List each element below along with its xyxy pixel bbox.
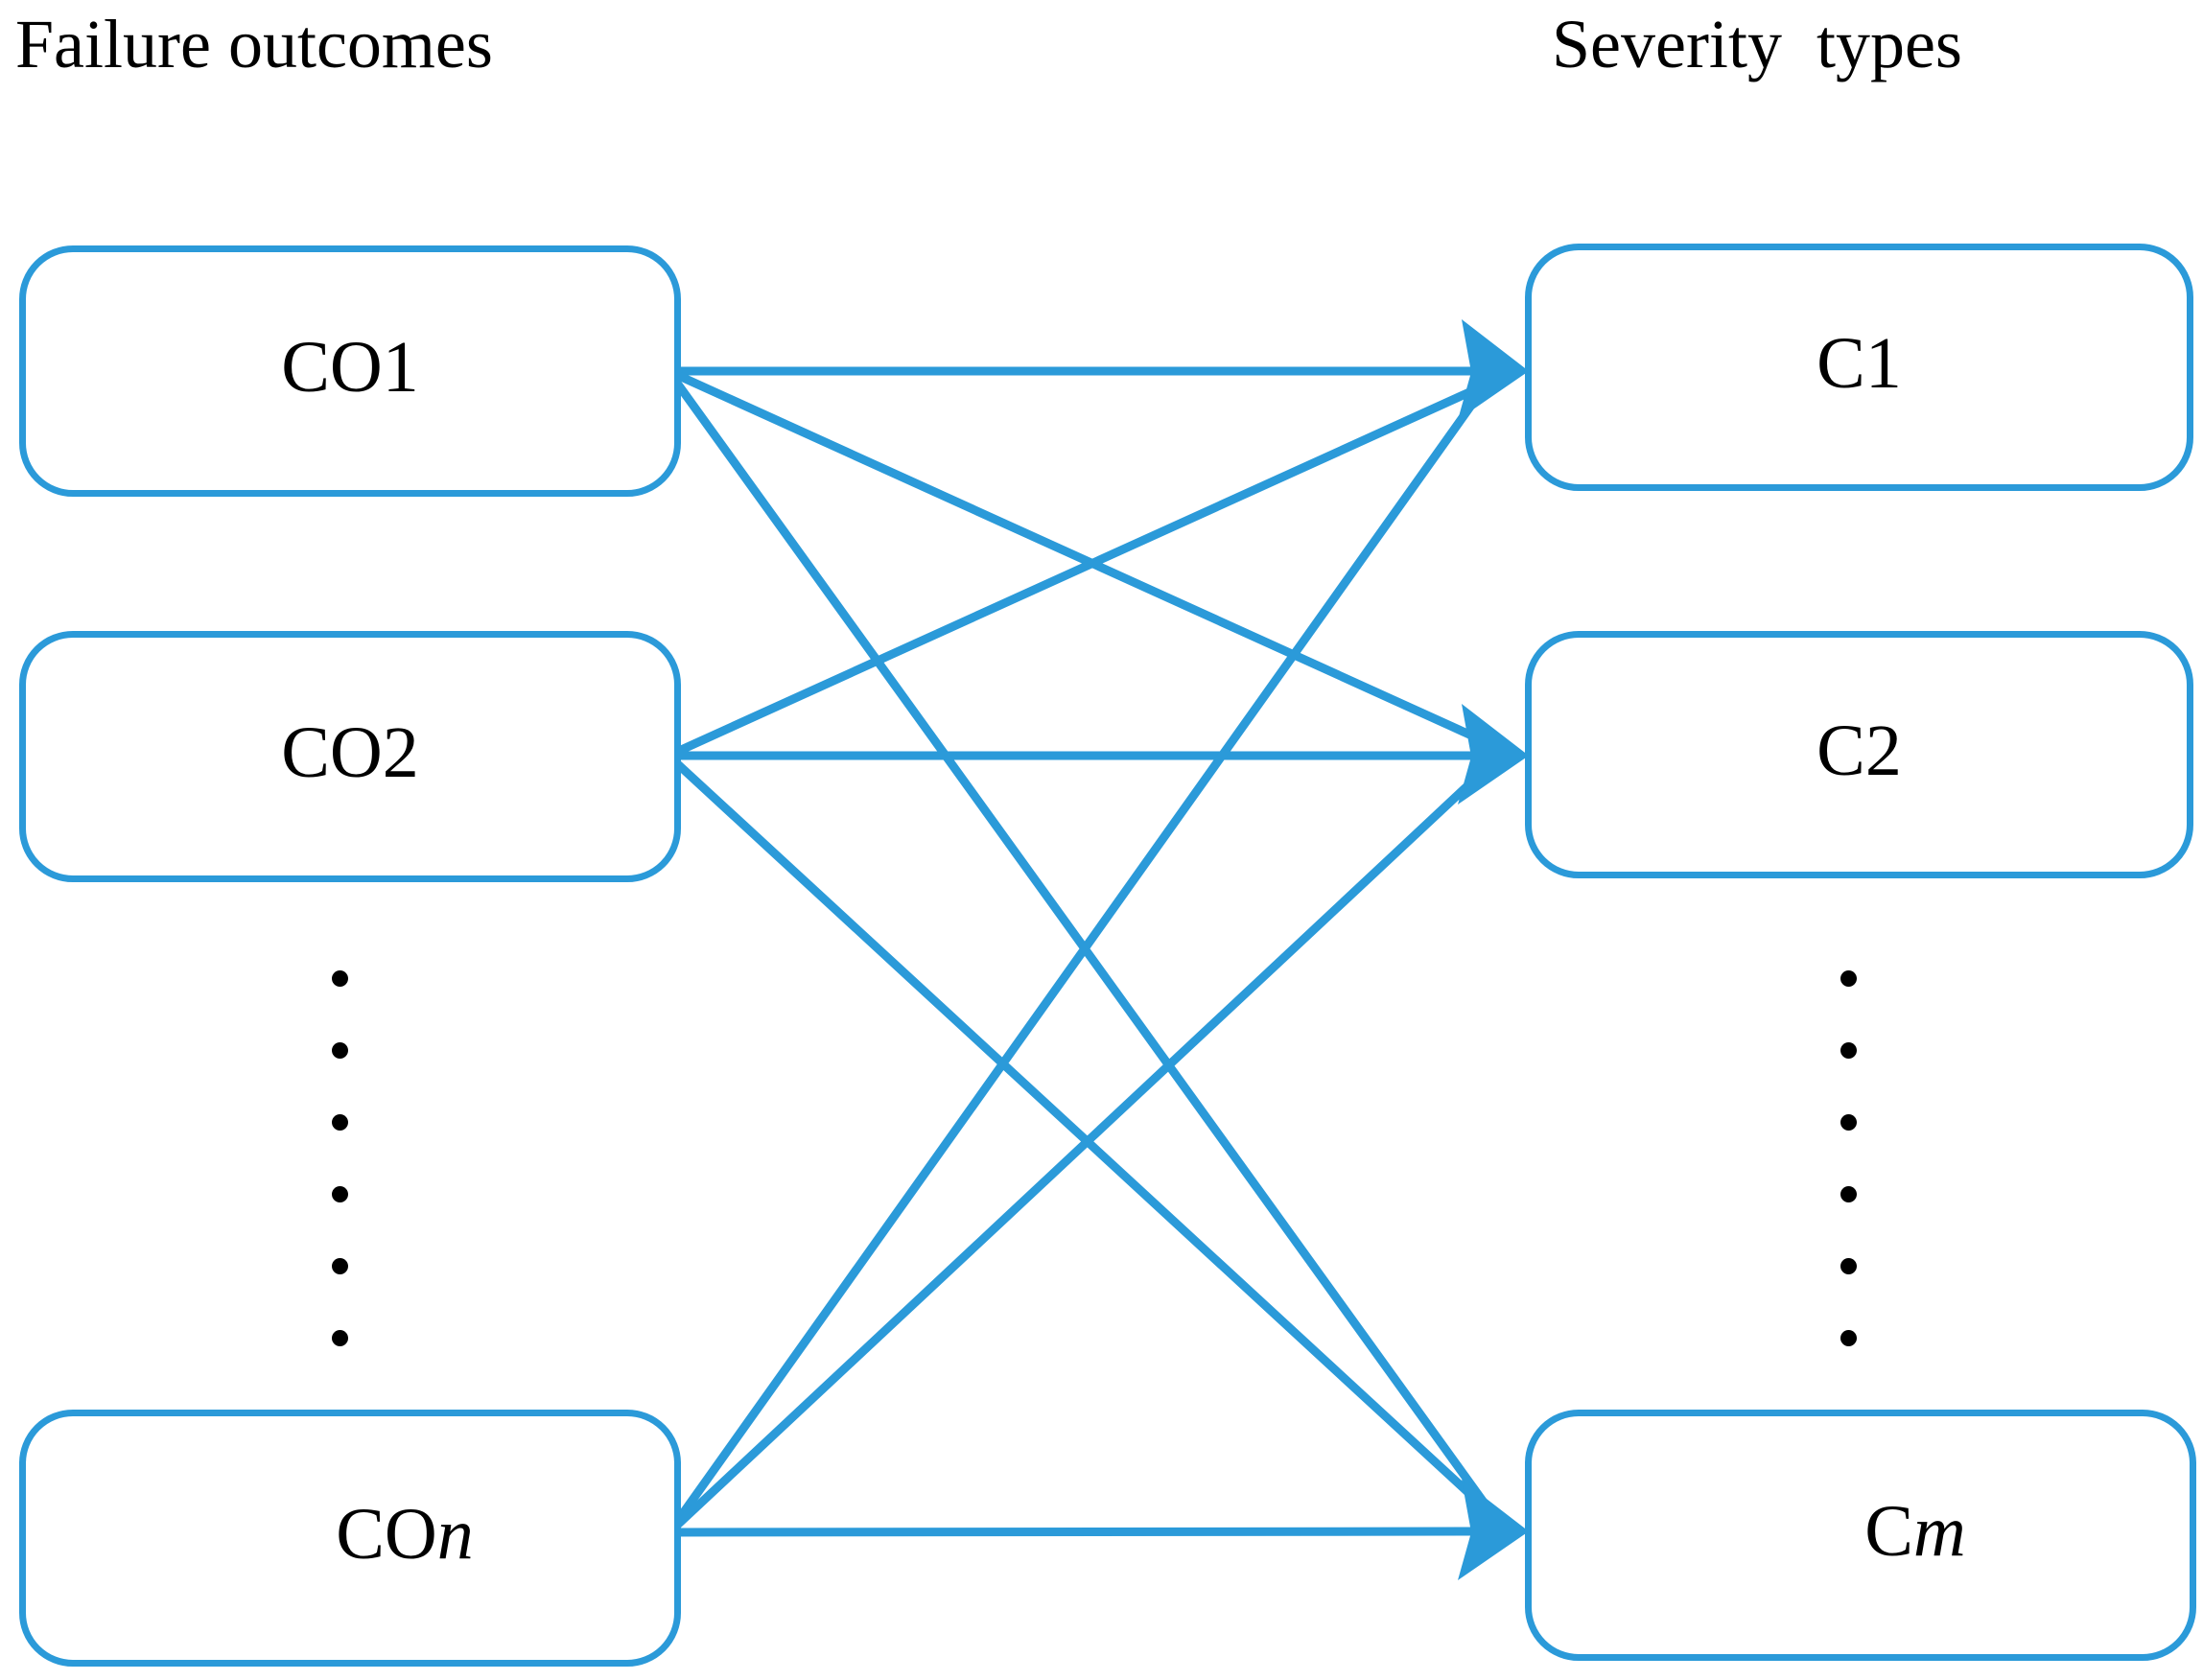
ellipsis-dot — [332, 1042, 348, 1059]
edge-con-c2 — [666, 763, 1491, 1536]
column-heading-failure-outcomes: Failure outcomes — [15, 6, 493, 82]
edge-co2-c1 — [667, 379, 1490, 760]
ellipsis-dot — [332, 1186, 348, 1202]
node-co1-label: CO1 — [281, 327, 419, 408]
ellipsis-dot — [1840, 970, 1857, 987]
edge-co1-c2 — [667, 366, 1490, 748]
node-c1-label: C1 — [1816, 323, 1902, 404]
ellipsis-dot — [1840, 1258, 1857, 1274]
node-con-label: COn — [226, 1425, 474, 1644]
ellipsis-dot — [1840, 1330, 1857, 1346]
node-co2[interactable]: CO2 — [19, 631, 681, 882]
node-cm[interactable]: Cm — [1525, 1410, 2196, 1661]
node-con[interactable]: COn — [19, 1410, 681, 1667]
ellipsis-dot — [332, 1258, 348, 1274]
node-c1[interactable]: C1 — [1525, 244, 2193, 491]
edge-co2-cm — [665, 752, 1491, 1514]
node-cm-label-prefix: C — [1864, 1491, 1913, 1572]
ellipsis-dot — [1840, 1186, 1857, 1202]
node-con-label-variable: n — [436, 1494, 474, 1575]
node-cm-label: Cm — [1755, 1422, 1966, 1641]
edge-co1-cm — [665, 368, 1488, 1506]
column-heading-severity-types: Severity types — [1552, 6, 1962, 82]
ellipsis-dot — [332, 1114, 348, 1131]
vertical-ellipsis-right — [1840, 970, 1857, 1346]
node-co1[interactable]: CO1 — [19, 245, 681, 497]
arrowhead-cm — [1458, 1480, 1529, 1580]
edge-con-cm — [668, 1527, 1497, 1537]
node-con-label-prefix: CO — [336, 1494, 437, 1575]
node-cm-label-variable: m — [1912, 1491, 1966, 1572]
node-c2-label: C2 — [1816, 711, 1902, 791]
ellipsis-dot — [332, 1330, 348, 1346]
arrowhead-c1 — [1458, 319, 1529, 420]
ellipsis-dot — [332, 970, 348, 987]
node-co2-label: CO2 — [281, 712, 419, 793]
node-c2[interactable]: C2 — [1525, 631, 2193, 878]
ellipsis-dot — [1840, 1042, 1857, 1059]
vertical-ellipsis-left — [332, 970, 348, 1346]
arrowhead-c2 — [1458, 704, 1529, 805]
ellipsis-dot — [1840, 1114, 1857, 1131]
edge-con-c1 — [666, 384, 1488, 1535]
